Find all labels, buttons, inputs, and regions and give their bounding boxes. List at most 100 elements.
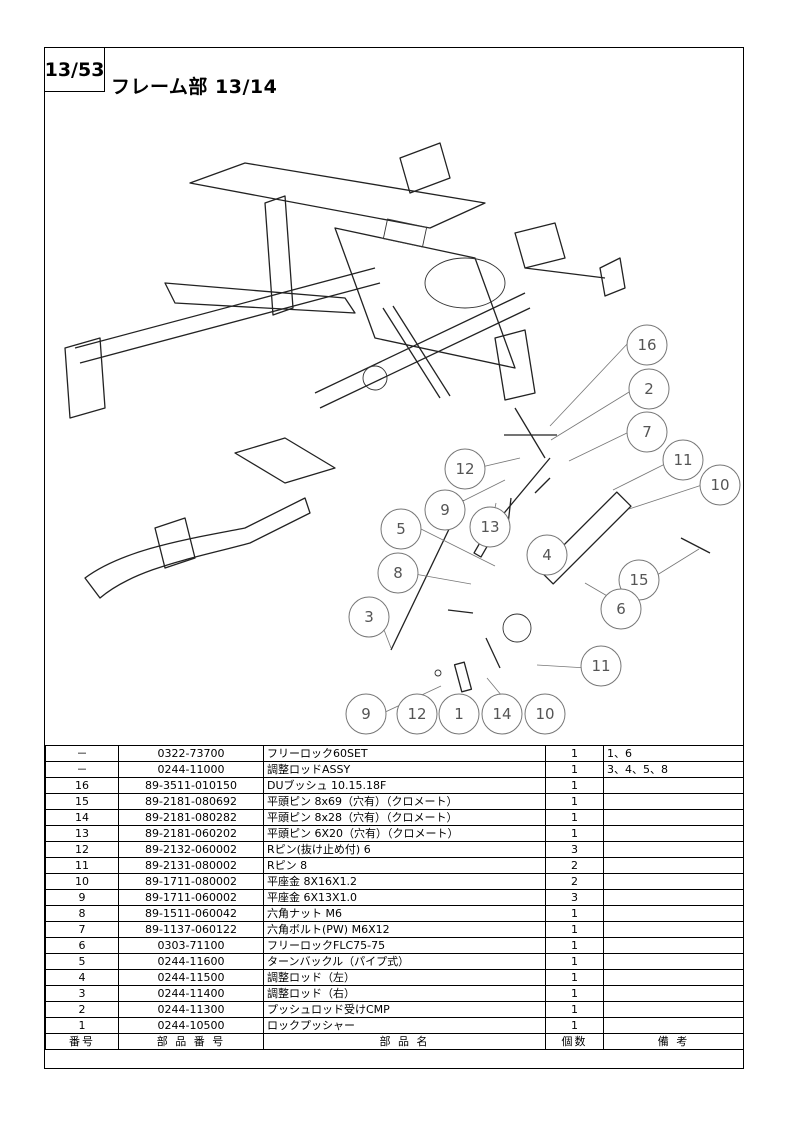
cell-part-no: 89-1511-060042 [118,905,264,922]
cell-no: 10 [45,873,119,890]
cell-part-no: 0244-11000 [118,761,264,778]
header-remarks: 備 考 [603,1033,744,1050]
callout-14: 14 [481,693,523,735]
svg-text:7: 7 [642,423,652,441]
cell-remarks [603,777,744,794]
cell-part-no: 89-2181-080282 [118,809,264,826]
cell-remarks [603,921,744,938]
cell-name: 平座金 6X13X1.0 [263,889,546,906]
cell-name: 六角ボルト(PW) M6X12 [263,921,546,938]
cell-no: 5 [45,953,119,970]
callout-12b: 12 [396,693,438,735]
callout-3: 3 [348,596,390,638]
svg-text:2: 2 [644,380,654,398]
cell-no: 7 [45,921,119,938]
cell-no: 2 [45,1001,119,1018]
cell-name: ターンバックル（パイプ式） [263,953,546,970]
cell-qty: 1 [545,825,604,842]
cell-no: 12 [45,841,119,858]
cell-qty: 1 [545,761,604,778]
svg-text:4: 4 [542,546,552,564]
exploded-parts-drawing: 16 2 7 11 10 12 9 13 5 4 8 15 6 3 11 9 1… [64,142,741,735]
header-no: 番号 [45,1033,119,1050]
cell-qty: 1 [545,777,604,794]
cell-no: 4 [45,969,119,986]
cell-name: Rピン(抜け止め付) 6 [263,841,546,858]
cell-no: 15 [45,793,119,810]
cell-remarks [603,809,744,826]
cell-remarks [603,825,744,842]
cell-name: DUブッシュ 10.15.18F [263,777,546,794]
cell-no: 13 [45,825,119,842]
svg-text:3: 3 [364,608,374,626]
cell-no: 1 [45,1017,119,1034]
cell-part-no: 89-1711-080002 [118,873,264,890]
cell-remarks [603,857,744,874]
cell-no: 3 [45,985,119,1002]
cell-part-no: 0303-71100 [118,937,264,954]
cell-qty: 1 [545,793,604,810]
cell-remarks: 1、6 [603,745,744,762]
svg-text:12: 12 [407,705,426,723]
header-name: 部 品 名 [263,1033,546,1050]
cell-name: ロックプッシャー [263,1017,546,1034]
parts-sheet: 13/53 フレーム部 13/14 [44,47,744,1069]
cell-remarks [603,953,744,970]
callout-4: 4 [526,534,568,576]
cell-qty: 1 [545,745,604,762]
cell-qty: 1 [545,921,604,938]
callout-12: 12 [444,448,486,490]
callout-9: 9 [424,489,466,531]
header-part-no: 部 品 番 号 [118,1033,264,1050]
cell-part-no: 89-2181-060202 [118,825,264,842]
callout-16: 16 [626,324,668,366]
cell-qty: 1 [545,1017,604,1034]
cell-qty: 2 [545,873,604,890]
cell-qty: 1 [545,953,604,970]
cell-remarks [603,793,744,810]
svg-text:12: 12 [455,460,474,478]
cell-name: フリーロックFLC75-75 [263,937,546,954]
callout-11b: 11 [580,645,622,687]
cell-qty: 1 [545,985,604,1002]
cell-part-no: 89-3511-010150 [118,777,264,794]
svg-text:11: 11 [591,657,610,675]
callout-11: 11 [662,439,704,481]
cell-remarks [603,1001,744,1018]
cell-name: 平座金 8X16X1.2 [263,873,546,890]
cell-no: 8 [45,905,119,922]
cell-remarks [603,905,744,922]
svg-text:9: 9 [361,705,371,723]
cell-name: 六角ナット M6 [263,905,546,922]
svg-text:5: 5 [396,520,406,538]
svg-text:14: 14 [492,705,511,723]
cell-no: － [45,761,119,778]
cell-part-no: 0244-11400 [118,985,264,1002]
cell-qty: 1 [545,1001,604,1018]
table-header-row: 番号 部 品 番 号 部 品 名 個数 備 考 [45,1033,744,1050]
callout-6: 6 [600,588,642,630]
cell-part-no: 0244-11500 [118,969,264,986]
cell-remarks [603,985,744,1002]
cell-qty: 1 [545,809,604,826]
cell-qty: 3 [545,841,604,858]
cell-remarks [603,873,744,890]
cell-no: 9 [45,889,119,906]
cell-part-no: 0244-11600 [118,953,264,970]
cell-remarks [603,841,744,858]
page-number: 13/53 [45,48,105,92]
svg-text:9: 9 [440,501,450,519]
svg-text:11: 11 [673,451,692,469]
callout-9b: 9 [345,693,387,735]
svg-text:15: 15 [629,571,648,589]
cell-name: フリーロック60SET [263,745,546,762]
cell-no: 14 [45,809,119,826]
